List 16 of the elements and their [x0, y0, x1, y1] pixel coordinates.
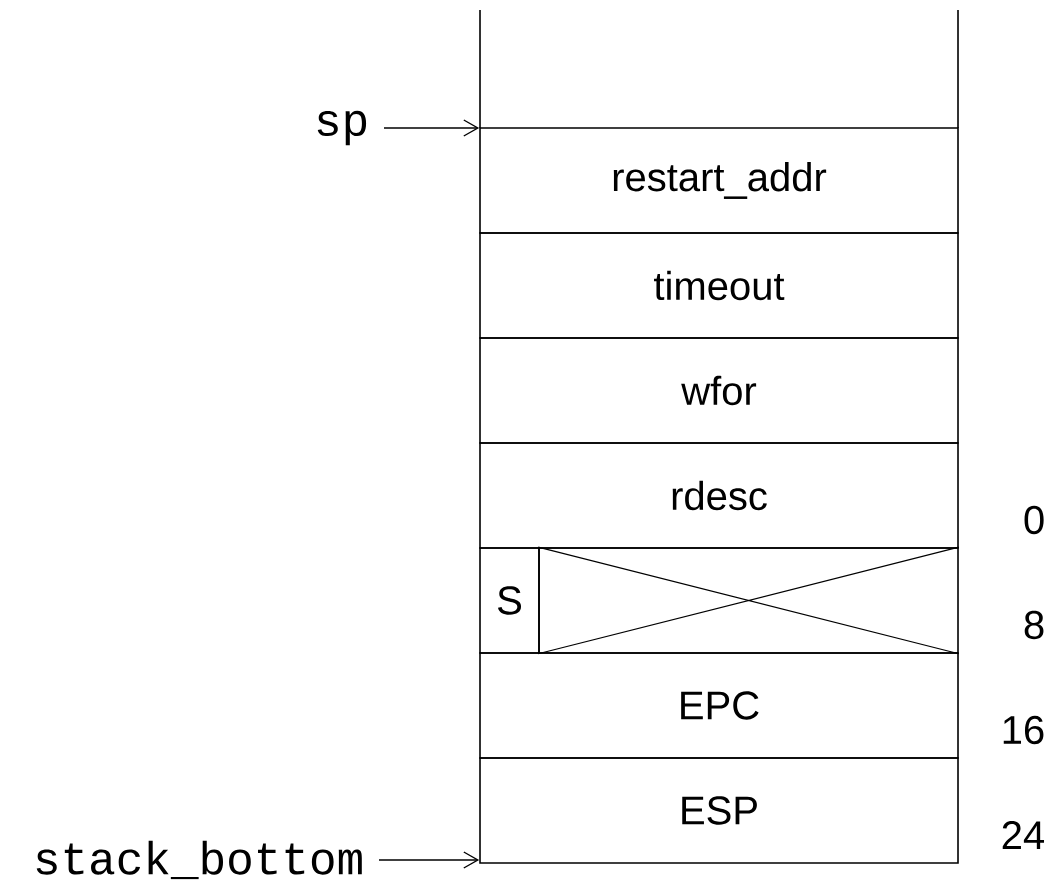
stack-cell: S — [479, 547, 540, 654]
pointer-label: sp — [317, 110, 367, 146]
stack-cell: ESP — [479, 757, 959, 864]
crossed-box — [537, 546, 960, 655]
stack-cell: rdesc — [479, 442, 959, 549]
arrow — [378, 851, 480, 869]
offset-label: 8 — [1024, 610, 1044, 640]
offset-label: 24 — [1002, 821, 1044, 849]
stack-cell: restart_addr — [479, 127, 959, 234]
stack-cell: EPC — [479, 652, 959, 759]
pointer-label: stack_bottom — [36, 840, 362, 880]
stack-cell: wfor — [479, 337, 959, 444]
arrow — [383, 119, 480, 137]
stack-cell: timeout — [479, 232, 959, 339]
offset-label: 16 — [1003, 715, 1044, 745]
offset-label: 0 — [1024, 505, 1044, 535]
